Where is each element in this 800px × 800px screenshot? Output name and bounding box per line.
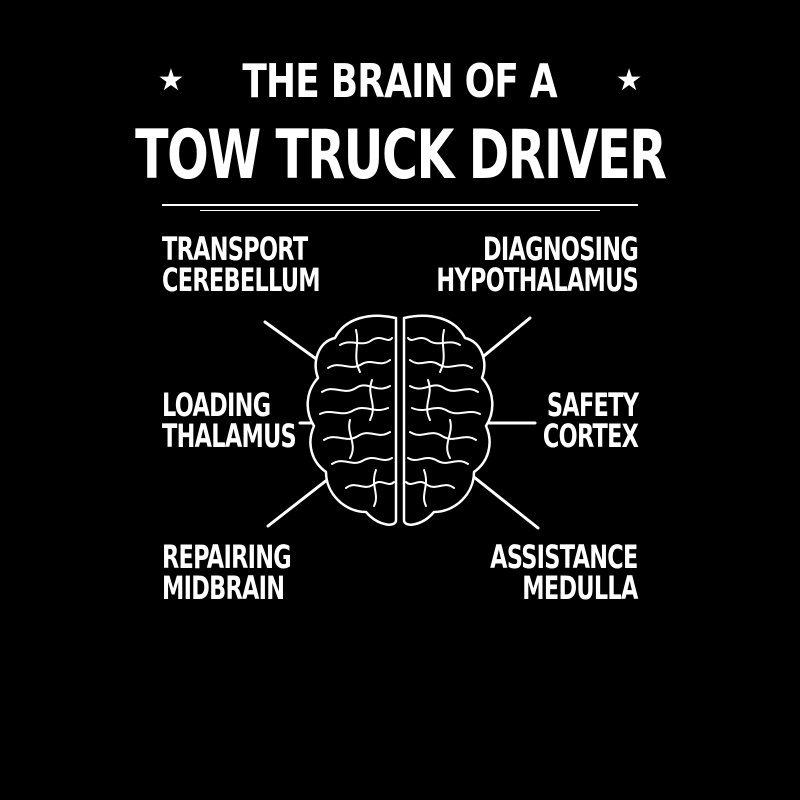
- label-line: MEDULLA: [522, 569, 639, 607]
- label-line: ASSISTANCE: [490, 538, 639, 576]
- label-line: REPAIRING: [162, 538, 292, 576]
- label-bottom-left: REPAIRING MIDBRAIN: [162, 538, 292, 607]
- label-line: TRANSPORT: [162, 230, 308, 268]
- star-icon: ★: [157, 63, 185, 98]
- title-divider-upper: [162, 204, 638, 206]
- title-line-2: TOW TRUCK DRIVER: [0, 122, 800, 190]
- brain-folds: [319, 329, 481, 507]
- label-top-left: TRANSPORT CEREBELLUM: [162, 230, 321, 299]
- label-line: SAFETY: [546, 386, 639, 424]
- title-text-2: TOW TRUCK DRIVER: [134, 116, 667, 195]
- label-line: DIAGNOSING: [482, 230, 639, 268]
- label-line: CEREBELLUM: [162, 261, 321, 299]
- label-top-right: DIAGNOSING HYPOTHALAMUS: [436, 230, 639, 299]
- brain-icon: [306, 314, 494, 526]
- title-divider-lower: [200, 210, 600, 211]
- label-line: CORTEX: [542, 417, 639, 455]
- title-text-1: THE BRAIN OF A: [242, 54, 558, 108]
- label-line: MIDBRAIN: [162, 569, 285, 607]
- label-line: THALAMUS: [162, 417, 297, 455]
- title-line-1: ★ THE BRAIN OF A ★: [0, 58, 800, 104]
- star-icon: ★: [615, 63, 643, 98]
- label-line: HYPOTHALAMUS: [436, 261, 638, 299]
- label-bottom-right: ASSISTANCE MEDULLA: [490, 538, 639, 607]
- label-line: LOADING: [162, 386, 271, 424]
- label-mid-left: LOADING THALAMUS: [162, 386, 297, 455]
- label-mid-right: SAFETY CORTEX: [542, 386, 639, 455]
